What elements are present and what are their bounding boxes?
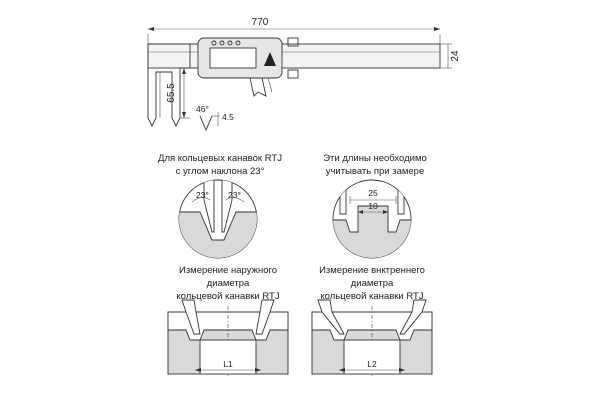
dim-tip: 4.5 [222,112,234,122]
angle-left-label: 23° [196,190,209,200]
inner-measure-diagram: L2 [311,299,433,378]
l1-label: L1 [223,359,233,369]
caption-rtj-angle: Для кольцевых канавок RTJ с углом наклон… [158,153,282,177]
outer-measure-diagram: L1 [167,299,289,378]
dim-outer-label: 25 [368,188,378,198]
lengths-detail: 25 10 [332,179,412,259]
caliper-logo-icon [264,52,276,66]
rtj-angle-detail: 23° 23° [178,179,258,259]
dim-length: 770 [252,17,269,28]
dim-angle: 46° [196,104,209,114]
dim-jaw: 65.5 [166,83,177,103]
caliper-beam [147,43,441,69]
caliper-drawing: 770 24 65.5 46° 4.5 [147,17,461,132]
caption-outer-measure: Измерение наружного диаметра кольцевой к… [176,265,280,302]
caption-lengths-needed: Эти длины необходимо учитывать при замер… [323,153,427,177]
l2-label: L2 [367,359,377,369]
caliper-fixed-jaw [147,43,191,128]
dim-inner-label: 10 [368,201,378,211]
caliper-lcd [209,47,257,69]
angle-right-label: 23° [228,190,241,200]
dim-height: 24 [450,50,461,62]
caliper-sliding-jaw [249,77,267,97]
caption-inner-measure: Измерение внктреннего диаметра кольцевой… [319,265,425,302]
